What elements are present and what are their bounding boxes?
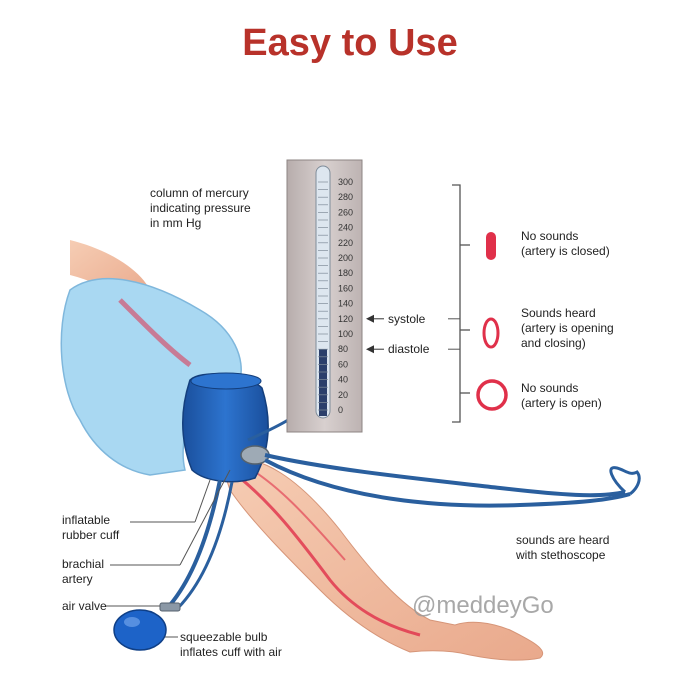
- artery-label: brachial artery: [62, 557, 105, 586]
- scale-tick-label: 280: [338, 192, 353, 202]
- scale-tick-label: 240: [338, 223, 353, 233]
- artery-closed-icon: [486, 232, 496, 260]
- mercury-column-label: column of mercury indicating pressure in…: [150, 186, 251, 230]
- scale-tick-label: 220: [338, 238, 353, 248]
- stethoscope-tube-2: [264, 458, 631, 508]
- tube-ticks: [318, 181, 328, 411]
- state-partial-label: Sounds heard (artery is opening and clos…: [521, 306, 614, 350]
- bulb-label: squeezable bulb inflates cuff with air: [180, 630, 282, 659]
- mercury-column: [319, 349, 327, 416]
- air-valve-label: air valve: [62, 599, 107, 613]
- cuff-label: inflatable rubber cuff: [62, 513, 120, 542]
- diastole-label: diastole: [388, 342, 430, 356]
- stethoscope-earpiece: [609, 466, 641, 496]
- scale-tick-label: 0: [338, 405, 343, 415]
- systole-arrow-icon: [366, 314, 374, 323]
- scale-tick-label: 260: [338, 207, 353, 217]
- stethoscope-label: sounds are heard with stethoscope: [516, 533, 610, 562]
- artery-open-icon: [476, 379, 508, 411]
- scale-tick-label: 20: [338, 390, 348, 400]
- air-valve: [159, 602, 181, 612]
- scale-tick-label: 120: [338, 314, 353, 324]
- scale-tick-label: 160: [338, 283, 353, 293]
- state-bracket: [452, 184, 461, 423]
- state-open-label: No sounds (artery is open): [521, 381, 602, 410]
- pressure-scale: 3002802602402202001801601401201008060402…: [338, 177, 353, 415]
- diastole-arrow-icon: [366, 345, 374, 354]
- watermark: @meddeyGo: [412, 592, 554, 619]
- manometer-tube: [247, 418, 289, 442]
- scale-tick-label: 200: [338, 253, 353, 263]
- scale-tick-label: 140: [338, 299, 353, 309]
- artery-partial-icon: [482, 317, 500, 349]
- state-closed-label: No sounds (artery is closed): [521, 229, 610, 258]
- scale-tick-label: 100: [338, 329, 353, 339]
- squeezable-bulb: [113, 609, 167, 651]
- scale-tick-label: 180: [338, 268, 353, 278]
- scale-tick-label: 40: [338, 375, 348, 385]
- systole-label: systole: [388, 312, 426, 326]
- forearm: [219, 457, 543, 661]
- scale-tick-label: 300: [338, 177, 353, 187]
- stethoscope-tube-1: [264, 453, 626, 498]
- scale-tick-label: 80: [338, 344, 348, 354]
- pressure-pointers: systole diastole: [366, 312, 460, 356]
- scale-tick-label: 60: [338, 359, 348, 369]
- page-title: Easy to Use: [242, 22, 458, 64]
- inflatable-cuff: [182, 373, 269, 483]
